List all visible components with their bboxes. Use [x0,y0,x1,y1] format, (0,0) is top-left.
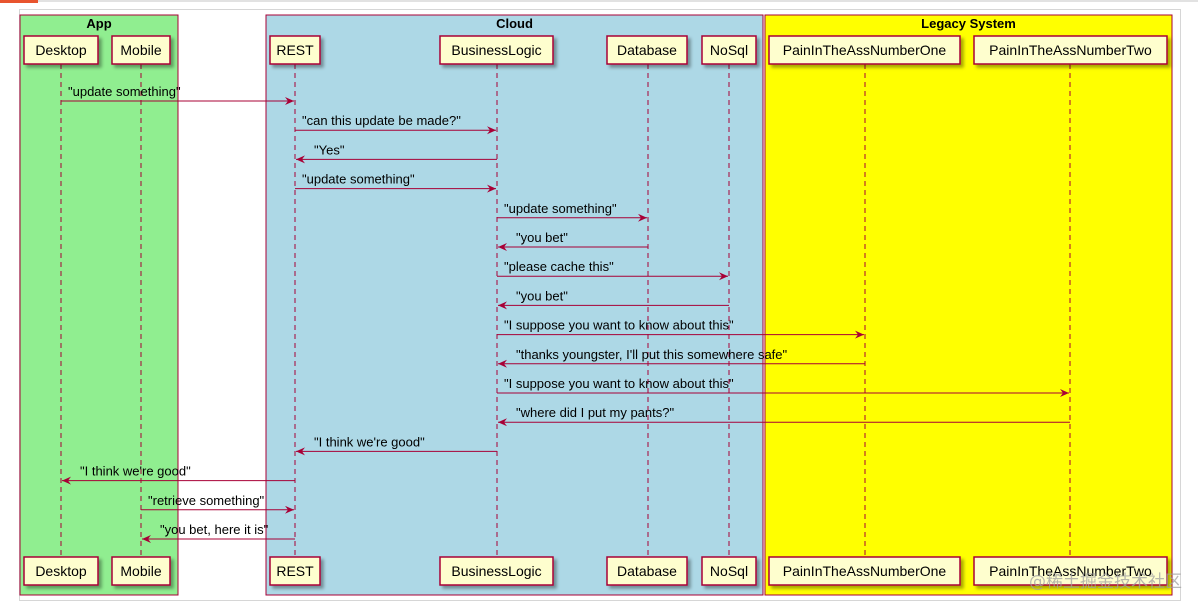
message-label: "I think we're good" [80,464,191,479]
message-label: "where did I put my pants?" [516,405,674,420]
participant-label: REST [276,42,314,58]
participant-bottom-mobile: Mobile [111,556,171,586]
page-accent-bar [0,0,38,3]
watermark-text: @稀土掘金技术社区 [1029,572,1182,592]
message-10: "thanks youngster, I'll put this somewhe… [498,347,865,368]
participant-top-mobile: Mobile [111,35,171,65]
message-12: "where did I put my pants?" [498,405,1070,427]
participant-label: PainInTheAssNumberOne [783,42,947,58]
group-title-cloud: Cloud [496,16,533,31]
participant-label: Mobile [120,563,161,579]
participant-top-rest: REST [269,35,321,65]
participant-label: Desktop [35,42,87,58]
participant-label: Database [617,563,677,579]
group-title-app: App [86,16,111,31]
message-label: "can this update be made?" [302,113,461,128]
message-7: "please cache this" [497,259,728,281]
message-label: "you bet, here it is" [160,522,269,537]
participant-bottom-database: Database [606,556,688,586]
participant-label: REST [276,563,314,579]
message-3: "Yes" [296,142,497,164]
participant-label: BusinessLogic [451,42,541,58]
message-13: "I think we're good" [296,434,497,456]
group-box-legacy [764,14,1173,596]
participant-bottom-rest: REST [269,556,321,586]
participant-label: Desktop [35,563,87,579]
message-label: "I suppose you want to know about this" [504,318,734,333]
participant-top-businesslogic: BusinessLogic [439,35,554,65]
participant-top-painone: PainInTheAssNumberOne [768,35,961,65]
participant-bottom-businesslogic: BusinessLogic [439,556,554,586]
participant-bottom-paintwo: PainInTheAssNumberTwo [973,556,1168,586]
participant-label: BusinessLogic [451,563,541,579]
message-6: "you bet" [498,230,648,251]
message-8: "you bet" [498,288,729,310]
message-label: "update something" [302,172,415,187]
participant-bottom-desktop: Desktop [23,556,99,586]
message-14: "I think we're good" [62,464,295,485]
message-1: "update something" [61,84,294,105]
participant-label: NoSql [710,42,748,58]
message-label: "retrieve something" [148,493,265,508]
message-15: "retrieve something" [141,493,294,514]
message-label: "you bet" [516,230,568,245]
message-16: "you bet, here it is" [142,522,295,543]
message-9: "I suppose you want to know about this" [497,318,864,339]
participant-label: Database [617,42,677,58]
participant-label: PainInTheAssNumberTwo [989,42,1152,58]
message-5: "update something" [497,201,647,222]
message-4: "update something" [295,172,496,193]
participant-top-database: Database [606,35,688,65]
message-label: "update something" [68,84,181,99]
message-label: "please cache this" [504,259,614,274]
message-label: "I suppose you want to know about this" [504,376,734,391]
message-label: "I think we're good" [314,434,425,449]
page-top-bar [0,0,1198,2]
participant-top-desktop: Desktop [23,35,99,65]
participant-bottom-painone: PainInTheAssNumberOne [768,556,961,586]
participant-label: PainInTheAssNumberTwo [989,563,1152,579]
message-label: "thanks youngster, I'll put this somewhe… [516,347,788,362]
group-title-legacy: Legacy System [921,16,1016,31]
group-box-app [19,14,179,596]
message-2: "can this update be made?" [295,113,496,135]
participant-bottom-nosql: NoSql [701,556,757,586]
message-label: "Yes" [314,142,345,157]
participant-top-nosql: NoSql [701,35,757,65]
participant-label: Mobile [120,42,161,58]
message-11: "I suppose you want to know about this" [497,376,1069,397]
participant-label: NoSql [710,563,748,579]
participant-top-paintwo: PainInTheAssNumberTwo [973,35,1168,65]
participant-label: PainInTheAssNumberOne [783,563,947,579]
message-label: "you bet" [516,288,568,303]
message-label: "update something" [504,201,617,216]
